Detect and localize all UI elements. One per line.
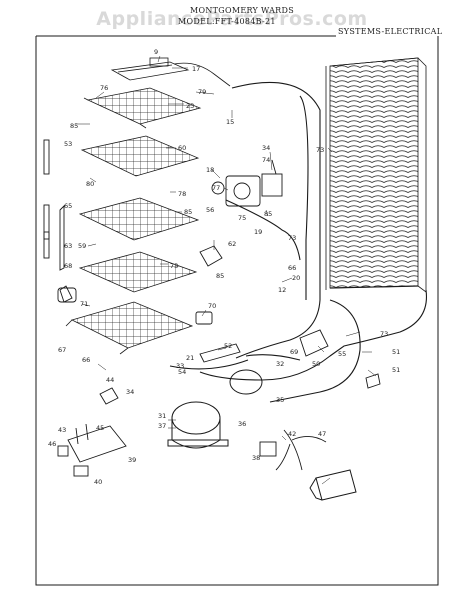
wire-shelf-5 — [65, 301, 194, 355]
callout-73: 80 — [86, 180, 94, 188]
callout-45: 39 — [128, 456, 136, 464]
callout-42: 43 — [58, 426, 66, 434]
callout-20: 73 — [170, 262, 178, 270]
diagram-border — [35, 35, 439, 586]
callout-17: 23 — [186, 102, 194, 110]
callout-33: 31 — [158, 412, 166, 420]
callout-73b: 59 — [78, 242, 86, 250]
callout-19: 85 — [184, 208, 192, 216]
callout-85d: 68 — [64, 262, 72, 270]
callout-15: 60 — [178, 144, 186, 152]
callout-65: 73 — [288, 234, 296, 242]
wire-shelf-1 — [83, 87, 202, 129]
callout-47: 45 — [96, 424, 104, 432]
callout-70: 51 — [392, 348, 400, 356]
callout-51b: 33 — [176, 362, 184, 370]
callout-38: 47 — [318, 430, 326, 438]
model-label: MODEL:FFT-4084B-21 — [178, 17, 276, 26]
callout-57: 17 — [192, 65, 200, 73]
evaporator-coil — [325, 57, 427, 293]
refrigerant-tubing — [169, 81, 428, 403]
callout-67: 21 — [186, 354, 194, 362]
callout-43: 46 — [48, 440, 56, 448]
callout-75: 19 — [254, 228, 262, 236]
callout-63: 62 — [228, 240, 236, 248]
callout-85b: 65 — [64, 202, 72, 210]
callout-34b: 35 — [276, 396, 284, 404]
wire-shelf-2 — [80, 135, 200, 177]
callout-76: 79 — [198, 88, 206, 96]
callout-labels: 9 17 76 23 79 85 15 53 60 34 74 73 18 80… — [48, 48, 400, 486]
callout-53: 34 — [262, 144, 270, 152]
relay-bracket — [57, 423, 127, 477]
callout-59: 66 — [288, 264, 296, 272]
callout-73c: 71 — [80, 300, 88, 308]
callout-71: 73 — [380, 330, 388, 338]
callout-74: 18 — [206, 166, 214, 174]
callout-66: 20 — [292, 274, 300, 282]
callout-79: 15 — [226, 118, 234, 126]
callout-55: 50 — [312, 360, 320, 368]
compressor — [167, 369, 263, 449]
condenser-fan — [259, 429, 327, 471]
wire-shelf-3 — [78, 197, 200, 241]
callout-44: 34 — [126, 388, 134, 396]
callout-54: 69 — [290, 348, 298, 356]
callout-85: 53 — [64, 140, 72, 148]
callout-73d: 67 — [58, 346, 66, 354]
callout-85c: 63 — [64, 242, 72, 250]
callout-31: 32 — [276, 360, 284, 368]
small-components — [57, 245, 381, 405]
callout-77: 75 — [238, 214, 246, 222]
callout-12: 70 — [208, 302, 216, 310]
fan-motor — [309, 469, 357, 501]
wire-shelf-4 — [78, 251, 198, 293]
callout-23: 85 — [70, 122, 78, 130]
callout-35: 36 — [238, 420, 246, 428]
callout-37: 42 — [288, 430, 296, 438]
callout-leaders — [76, 55, 377, 485]
top-vent — [110, 57, 231, 87]
callout-56: 85 — [264, 210, 272, 218]
defrost-timer — [211, 159, 283, 207]
callout-52: 55 — [338, 350, 346, 358]
callout-34: 73 — [316, 146, 324, 154]
callout-58: 9 — [154, 48, 158, 56]
callout-78: 56 — [206, 206, 214, 214]
callout-46: 40 — [94, 478, 102, 486]
callout-51: 66 — [82, 356, 90, 364]
callout-18: 78 — [178, 190, 186, 198]
callout-36: 38 — [252, 454, 260, 462]
callout-60: 74 — [262, 156, 270, 164]
section-label: SYSTEMS-ELECTRICAL — [338, 27, 443, 36]
callout-80: 77 — [212, 184, 220, 192]
callout-69: 51 — [392, 366, 400, 374]
callout-32: 37 — [158, 422, 166, 430]
callout-68: 12 — [278, 286, 286, 294]
callout-21: 54 — [178, 368, 186, 376]
brand-label: MONTGOMERY WARDS — [190, 6, 294, 15]
callout-62: 85 — [216, 272, 224, 280]
callout-9: 76 — [100, 84, 108, 92]
callout-50: 44 — [106, 376, 114, 384]
shelf-rails — [43, 139, 73, 303]
callout-66b: 52 — [224, 342, 232, 350]
